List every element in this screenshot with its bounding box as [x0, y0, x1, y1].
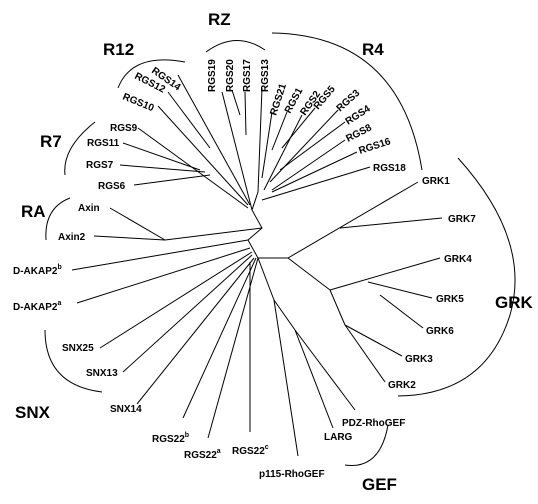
- leaf-label-rgs11: RGS11: [87, 138, 120, 149]
- arc-r7: [64, 121, 96, 176]
- leaf-label-rgs6: RGS6: [98, 181, 126, 192]
- branch-snx14: [136, 257, 255, 405]
- branch-larg: [294, 329, 334, 429]
- group-label-r12: R12: [103, 40, 134, 59]
- arc-r12: [117, 59, 186, 89]
- branch-grk6: [379, 294, 424, 329]
- leaf-label-grk1: GRK1: [422, 176, 450, 187]
- arc-grk: [397, 157, 516, 397]
- branch-rgs16: [271, 151, 358, 193]
- branch-rgs12: [167, 91, 211, 149]
- leaf-label-axin: Axin: [78, 203, 100, 214]
- branch-rgs4: [279, 121, 346, 171]
- arc-gef: [344, 424, 389, 466]
- group-label-rz: RZ: [208, 10, 231, 29]
- branch-grk3: [344, 324, 403, 357]
- branch-axin: [109, 207, 166, 241]
- leaf-label-grk7: GRK7: [448, 214, 476, 225]
- branch-rgs13: [257, 87, 263, 193]
- group-labels: RZ R12 R4 R7 RA GRK SNX GEF: [15, 10, 534, 494]
- branch-grk2: [344, 324, 386, 383]
- branch-gef-inner: [273, 299, 296, 331]
- branch-axin-stem: [164, 227, 263, 241]
- leaf-label-rgs16: RGS16: [358, 136, 393, 157]
- branch-snx25: [99, 251, 253, 349]
- branch-rgs14: [177, 74, 251, 206]
- branch-rgs10: [157, 105, 249, 206]
- leaf-label-snx14: SNX14: [110, 404, 142, 415]
- group-label-gef: GEF: [362, 475, 397, 494]
- branch-rgs19: [221, 91, 253, 211]
- leaf-label-rgs19: RGS19: [207, 59, 218, 92]
- branch-grk4: [329, 257, 441, 291]
- branch-rgs17: [244, 91, 247, 136]
- leaf-label-dakap2b: D-AKAP2b: [13, 264, 62, 277]
- leaf-label-rgs22c: RGS22c: [232, 444, 269, 457]
- arc-ra: [45, 197, 71, 241]
- leaf-label-grk2: GRK2: [388, 380, 416, 391]
- branch-grk5: [367, 281, 433, 299]
- arc-r4: [271, 32, 423, 171]
- leaf-label-rgs10: RGS10: [121, 92, 156, 115]
- group-arcs: [44, 32, 516, 466]
- group-label-snx: SNX: [15, 403, 51, 422]
- leaf-label-grk4: GRK4: [444, 254, 472, 265]
- branch-axin2: [93, 235, 166, 241]
- group-label-ra: RA: [21, 202, 46, 221]
- tree-branches: [71, 74, 443, 457]
- branch-p115: [273, 299, 299, 457]
- leaf-label-rgs17: RGS17: [242, 59, 253, 92]
- leaf-label-dakap2a: D-AKAP2a: [13, 300, 61, 313]
- branch-rgs21: [261, 111, 273, 179]
- leaf-label-grk3: GRK3: [405, 354, 433, 365]
- leaf-label-rgs7: RGS7: [86, 160, 114, 171]
- group-label-r7: R7: [40, 132, 62, 151]
- leaf-label-pdz: PDZ-RhoGEF: [342, 418, 405, 429]
- branch-rgs22b: [182, 257, 257, 419]
- branch-rgs3: [269, 109, 339, 183]
- branch-dakap2b: [71, 239, 249, 271]
- branch-grk-inner: [287, 257, 331, 291]
- leaf-label-snx13: SNX13: [86, 368, 118, 379]
- leaf-label-rgs18: RGS18: [373, 163, 406, 174]
- branch-rgs18: [261, 166, 371, 201]
- branch-dakap2a: [76, 247, 251, 304]
- leaf-label-snx25: SNX25: [62, 343, 94, 354]
- branch-grk1: [287, 181, 419, 259]
- leaf-label-rgs22b: RGS22b: [152, 432, 189, 445]
- branch-rgs8: [271, 139, 346, 191]
- leaf-label-rgs9: RGS9: [110, 123, 138, 134]
- leaf-label-axin2: Axin2: [58, 232, 86, 243]
- leaf-label-rgs22a: RGS22a: [184, 448, 221, 461]
- branch-rgs7: [119, 164, 206, 173]
- group-label-r4: R4: [362, 40, 384, 59]
- leaf-label-p115: p115-RhoGEF: [259, 469, 325, 480]
- branch-rgs5: [281, 107, 316, 149]
- leaf-label-grk5: GRK5: [436, 294, 464, 305]
- leaf-label-rgs13: RGS13: [260, 59, 271, 92]
- branch-pdz: [294, 329, 356, 411]
- branch-rgs20: [231, 89, 241, 116]
- group-label-grk: GRK: [495, 293, 534, 312]
- leaf-label-rgs20: RGS20: [225, 59, 236, 92]
- branch-grk-inner2: [329, 289, 346, 326]
- arc-snx: [44, 329, 103, 393]
- branch-snx13: [122, 254, 253, 373]
- branch-grk7: [339, 217, 443, 229]
- leaf-label-larg: LARG: [324, 432, 353, 443]
- arc-rz: [205, 40, 266, 53]
- branch-rgs1: [271, 111, 288, 151]
- branch-rgs11: [122, 142, 201, 171]
- branch-gef-stem: [257, 257, 275, 301]
- leaf-label-grk6: GRK6: [426, 326, 454, 337]
- branch-rgs6: [133, 174, 211, 186]
- branch-rgs2: [263, 114, 303, 191]
